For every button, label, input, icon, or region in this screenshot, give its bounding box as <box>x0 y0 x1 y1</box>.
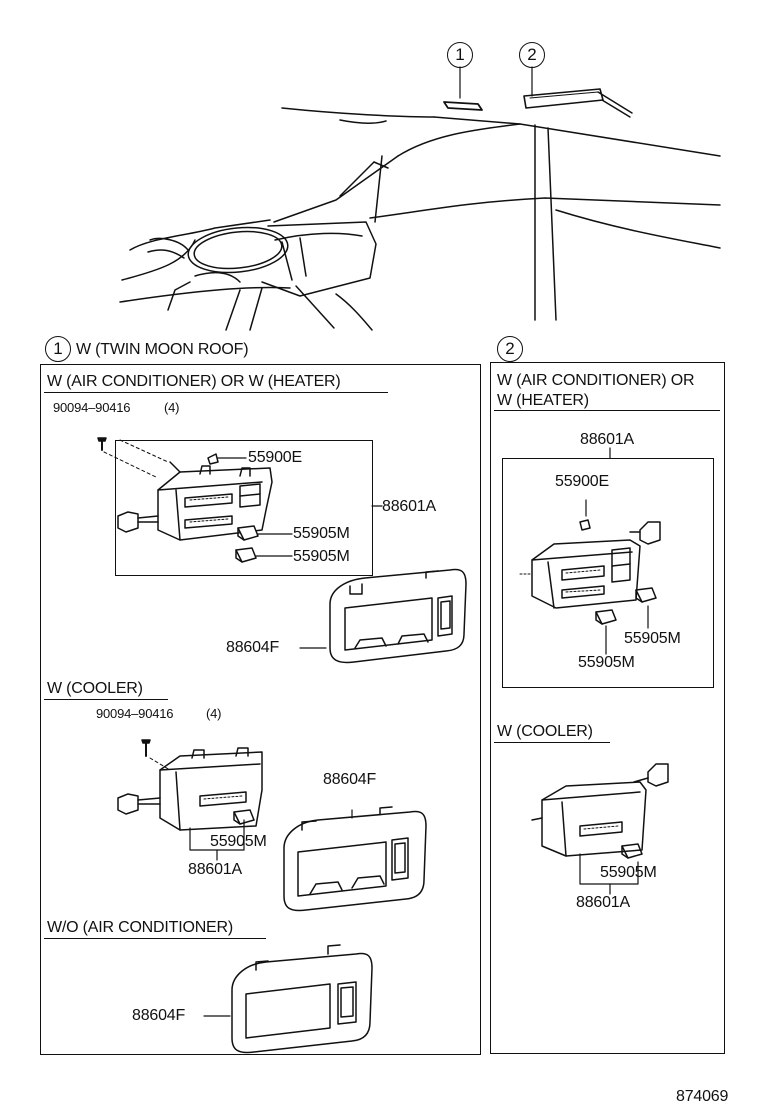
part-label-88604F-no-ac: 88604F <box>132 1007 186 1024</box>
part-label-88604F-cooler: 88604F <box>323 771 377 788</box>
section2-cooler-drawing <box>531 763 669 895</box>
section1-ac-heater-inner-frame <box>115 440 373 576</box>
section2-part-label-88601A-cooler: 88601A <box>576 894 630 911</box>
section1-no-ac-header: W/O (AIR CONDITIONER) <box>47 919 234 936</box>
section1-no-ac-underline <box>44 938 266 939</box>
section2-ac-heater-underline <box>494 410 720 411</box>
section1-cooler-underline <box>44 699 168 700</box>
section1-cooler-drawing <box>117 739 427 912</box>
section2-ac-heater-header-line1: W (AIR CONDITIONER) OR <box>497 372 695 389</box>
section2-part-label-55905M-left: 55905M <box>578 654 635 671</box>
part-label-55905M-lower: 55905M <box>293 548 350 565</box>
section1-ac-heater-drawing <box>97 437 467 664</box>
part-label-55905M-upper: 55905M <box>293 525 350 542</box>
section2-part-label-55905M-right: 55905M <box>624 630 681 647</box>
section2-ac-heater-inner-frame <box>502 458 714 688</box>
part-label-88601A: 88601A <box>382 498 436 515</box>
section2-frame <box>490 362 725 1054</box>
figure-number: 874069 <box>676 1088 729 1105</box>
part-label-55905M-cooler: 55905M <box>210 833 267 850</box>
section1-screw-quantity: (4) <box>164 400 180 415</box>
section2-part-label-55905M-cooler: 55905M <box>600 864 657 881</box>
car-interior-drawing <box>119 66 721 331</box>
section1-cooler-screw-quantity: (4) <box>206 706 222 721</box>
callout-1-section: 1 <box>45 336 71 362</box>
section1-title: W (TWIN MOON ROOF) <box>76 341 249 358</box>
part-label-55900E: 55900E <box>248 449 302 466</box>
section1-cooler-header: W (COOLER) <box>47 680 143 697</box>
callout-2-section: 2 <box>497 336 523 362</box>
section1-ac-heater-underline <box>44 392 388 393</box>
section2-cooler-underline <box>494 742 610 743</box>
section1-cooler-screw-part-number: 90094–90416 <box>96 706 174 721</box>
section2-ac-heater-drawing <box>519 447 661 655</box>
section2-ac-heater-header-line2: W (HEATER) <box>497 392 589 409</box>
section1-screw-part-number: 90094–90416 <box>53 400 131 415</box>
section2-part-label-55900E: 55900E <box>555 473 609 490</box>
section2-cooler-header: W (COOLER) <box>497 723 593 740</box>
section1-ac-heater-header: W (AIR CONDITIONER) OR W (HEATER) <box>47 373 341 390</box>
part-label-88604F: 88604F <box>226 639 280 656</box>
part-label-88601A-cooler: 88601A <box>188 861 242 878</box>
section1-no-ac-drawing <box>203 944 373 1054</box>
callout-1-top: 1 <box>447 42 473 68</box>
section2-part-label-88601A: 88601A <box>580 431 634 448</box>
section1-frame <box>40 364 481 1055</box>
callout-2-top: 2 <box>519 42 545 68</box>
